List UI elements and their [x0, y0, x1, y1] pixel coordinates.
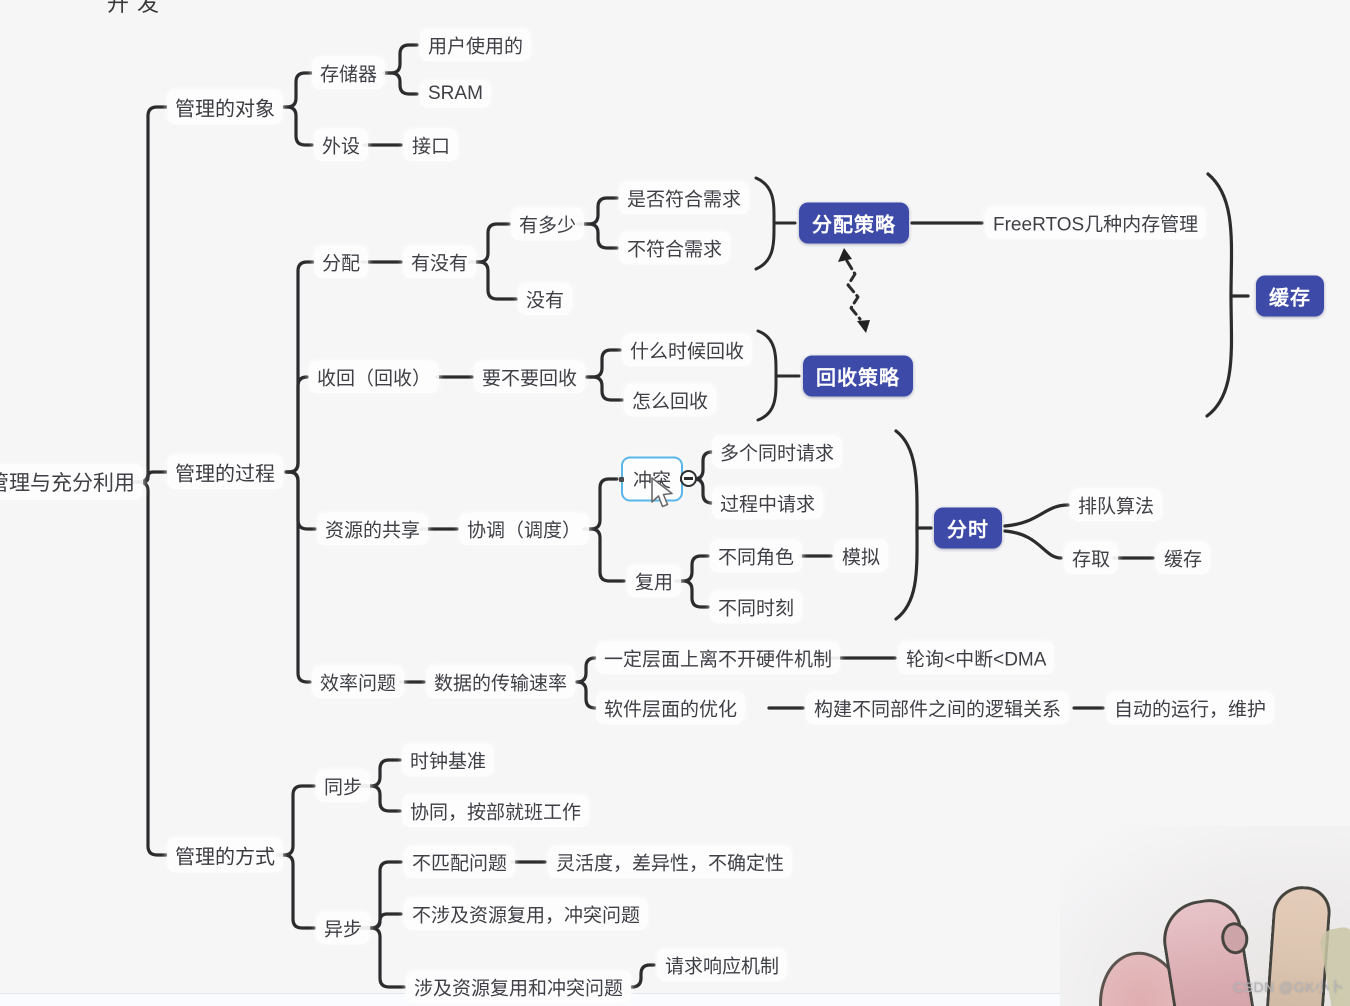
clipped-top-topic: 开发 [107, 0, 168, 16]
bottom-window-strip [0, 993, 1350, 1006]
topic-hardware-mechanism[interactable]: 一定层面上离不开硬件机制 [596, 641, 841, 675]
topic-reuse-conflict[interactable]: 涉及资源复用和冲突问题 [406, 970, 632, 1004]
hand-photo-overlay [1060, 826, 1350, 1006]
topic-management-process[interactable]: 管理的过程 [167, 454, 283, 490]
topic-coordination[interactable]: 协调（调度） [459, 512, 590, 546]
topic-reuse[interactable]: 复用 [627, 564, 682, 598]
topic-queue-algorithm[interactable]: 排队算法 [1070, 488, 1163, 522]
collapse-minus-icon[interactable] [680, 470, 697, 487]
topic-whether-reclaim[interactable]: 要不要回收 [474, 360, 586, 394]
topic-multi-request[interactable]: 多个同时请求 [712, 435, 843, 469]
topic-in-process-request[interactable]: 过程中请求 [712, 486, 824, 520]
topic-not-meets-needs[interactable]: 不符合需求 [619, 231, 731, 265]
topic-storage[interactable]: 存储器 [312, 56, 386, 90]
topic-software-optimization[interactable]: 软件层面的优化 [596, 691, 746, 725]
topic-auto-run[interactable]: 自动的运行，维护 [1106, 691, 1275, 725]
topic-allocation-strategy[interactable]: 分配策略 [799, 202, 909, 244]
timeshare-curves [1003, 503, 1070, 560]
topic-cache[interactable]: 缓存 [1256, 275, 1324, 317]
topic-user-used[interactable]: 用户使用的 [420, 28, 532, 62]
topic-cooperation[interactable]: 协同，按部就班工作 [402, 794, 590, 828]
topic-when-reclaim[interactable]: 什么时候回收 [622, 333, 753, 367]
topic-different-roles[interactable]: 不同角色 [710, 539, 803, 573]
topic-cache-small[interactable]: 缓存 [1156, 541, 1211, 575]
topic-polling-interrupt-dma[interactable]: 轮询<中断<DMA [898, 641, 1055, 675]
topic-different-times[interactable]: 不同时刻 [710, 590, 803, 624]
topic-time-sharing[interactable]: 分时 [934, 507, 1002, 549]
topic-data-rate[interactable]: 数据的传输速率 [426, 665, 576, 699]
cache-brace [1205, 172, 1250, 418]
double-arrow-icon [838, 248, 870, 333]
topic-how-reclaim[interactable]: 怎么回收 [624, 383, 717, 417]
topic-managed-objects[interactable]: 管理的对象 [167, 89, 283, 125]
topic-no-reuse-conflict[interactable]: 不涉及资源复用，冲突问题 [404, 897, 649, 931]
topic-efficiency[interactable]: 效率问题 [312, 665, 405, 699]
timeshare-brace [894, 429, 933, 621]
topic-access[interactable]: 存取 [1064, 541, 1119, 575]
topic-request-response[interactable]: 请求响应机制 [657, 948, 788, 982]
topic-reclaim[interactable]: 收回（回收） [309, 360, 440, 394]
topic-async[interactable]: 异步 [316, 911, 371, 945]
index-finger [1265, 884, 1333, 1006]
topic-flexibility[interactable]: 灵活度，差异性，不确定性 [548, 845, 793, 879]
reclaim-brace [756, 329, 801, 422]
topic-reclaim-strategy[interactable]: 回收策略 [803, 355, 913, 397]
topic-have-or-not[interactable]: 有没有 [403, 245, 477, 279]
topic-logical-relations[interactable]: 构建不同部件之间的逻辑关系 [806, 691, 1070, 725]
photo-haze [1060, 826, 1350, 1006]
topic-simulate[interactable]: 模拟 [834, 539, 889, 573]
allocation-brace [754, 176, 797, 271]
root-topic[interactable]: 管理与充分利用 [0, 464, 143, 500]
topic-none[interactable]: 没有 [518, 282, 573, 316]
topic-how-much[interactable]: 有多少 [511, 207, 585, 241]
thumb-finger [1157, 894, 1255, 1006]
topic-sram[interactable]: SRAM [420, 80, 491, 108]
topic-mismatch[interactable]: 不匹配问题 [404, 845, 516, 879]
topic-freertos-memory[interactable]: FreeRTOS几种内存管理 [985, 206, 1207, 240]
topic-interface[interactable]: 接口 [404, 128, 459, 162]
mouse-cursor-icon [651, 477, 673, 508]
topic-peripheral[interactable]: 外设 [314, 128, 369, 162]
topic-resource-sharing[interactable]: 资源的共享 [317, 512, 429, 546]
thumb-bump [1218, 920, 1251, 957]
topic-sync[interactable]: 同步 [316, 769, 371, 803]
topic-allocation[interactable]: 分配 [314, 245, 369, 279]
topic-clock-reference[interactable]: 时钟基准 [402, 743, 495, 777]
topic-meets-needs[interactable]: 是否符合需求 [619, 181, 750, 215]
topic-management-method[interactable]: 管理的方式 [167, 837, 283, 873]
